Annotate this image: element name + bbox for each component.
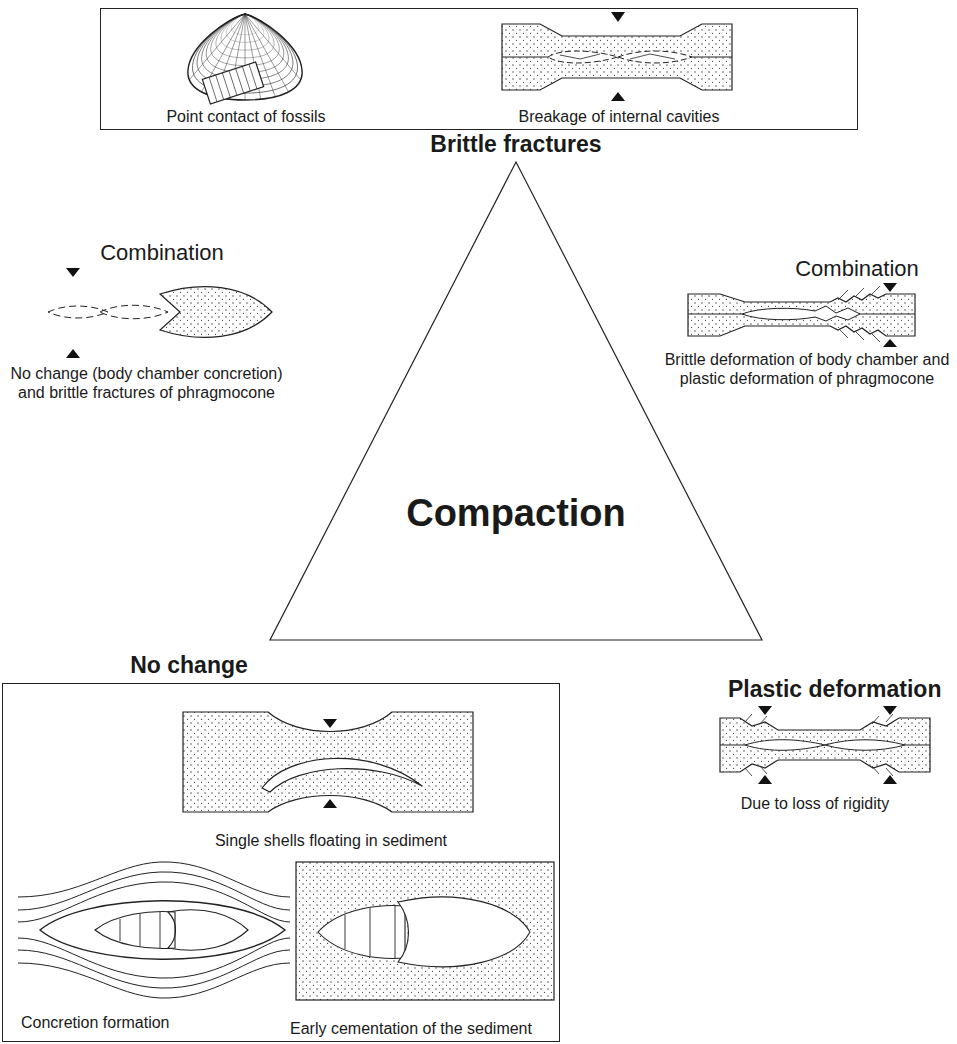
caption-text: Due to loss of rigidity bbox=[715, 794, 915, 813]
concretion bbox=[18, 862, 290, 998]
triangle-outline bbox=[270, 162, 762, 640]
radial-ribs bbox=[185, 14, 305, 106]
shell-fragment bbox=[202, 62, 263, 104]
compaction-triangle: Compaction bbox=[268, 160, 764, 642]
panel-box: Point contact of fossils Breakage of inte… bbox=[100, 8, 858, 130]
pressure-arrow bbox=[758, 706, 772, 715]
pressure-arrow bbox=[883, 706, 897, 715]
caption-text: Early cementation of the sediment bbox=[271, 1019, 551, 1038]
pressure-arrow bbox=[323, 719, 337, 728]
brachiopod-fossil bbox=[185, 14, 305, 106]
sediment-block bbox=[183, 712, 473, 812]
triangle-outline bbox=[268, 160, 764, 642]
panel-box: Single shells floating in sedimentConcre… bbox=[2, 683, 560, 1042]
deformed-shell bbox=[742, 306, 860, 321]
pressure-arrow bbox=[66, 349, 80, 358]
ammonite-section bbox=[48, 287, 272, 338]
pressure-arrow bbox=[883, 339, 897, 347]
single-shell bbox=[262, 758, 422, 792]
pressure-arrow bbox=[611, 12, 625, 22]
combination-label: Combination bbox=[762, 256, 952, 282]
caption-text: Single shells floating in sediment bbox=[191, 831, 471, 850]
combination-label: Combination bbox=[62, 240, 262, 266]
crushed-shell bbox=[548, 51, 618, 63]
deformed-shell bbox=[745, 740, 905, 751]
pressure-arrow bbox=[611, 92, 625, 101]
sediment-block bbox=[720, 714, 930, 776]
caption-text: Breakage of internal cavities bbox=[489, 107, 749, 126]
vertex-label: No change bbox=[89, 652, 289, 680]
cemented-sediment bbox=[296, 862, 554, 1000]
pressure-arrow bbox=[323, 799, 337, 808]
crushed-shell bbox=[618, 51, 692, 63]
caption-text: Point contact of fossils bbox=[136, 107, 356, 126]
pressure-arrow bbox=[883, 775, 897, 784]
caption-text: No change (body chamber concretion) and … bbox=[4, 364, 289, 402]
caption-text: Concretion formation bbox=[21, 1013, 241, 1032]
pressure-arrow bbox=[883, 283, 897, 292]
pressure-arrow bbox=[758, 775, 772, 784]
vertex-label: Brittle fractures bbox=[366, 131, 666, 159]
body-chamber-concretion bbox=[160, 287, 272, 338]
caption-text: Brittle deformation of body chamber and … bbox=[662, 350, 952, 388]
center-title: Compaction bbox=[366, 491, 666, 537]
sediment-block bbox=[688, 286, 915, 342]
vertex-label: Plastic deformation bbox=[728, 676, 953, 704]
pressure-arrow bbox=[66, 268, 80, 277]
sediment-block bbox=[502, 24, 732, 90]
